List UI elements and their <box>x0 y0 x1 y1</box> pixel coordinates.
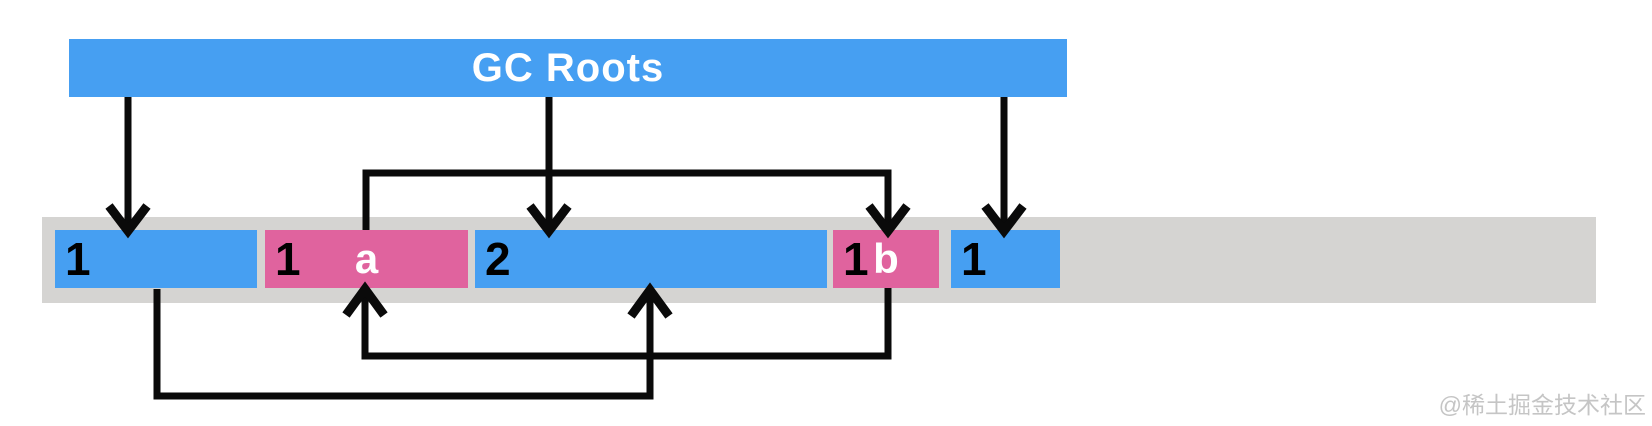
block-3-refcount: 1 <box>961 233 987 285</box>
block-2-refcount: 2 <box>485 233 511 285</box>
arrow-block1-to-block2 <box>153 289 654 400</box>
heap-block-b: 1 b <box>833 230 939 288</box>
heap-block-3: 1 <box>951 230 1060 288</box>
heap-block-a: 1 a <box>265 230 468 288</box>
gc-roots-bar: GC Roots <box>69 39 1067 97</box>
block-1-refcount: 1 <box>65 233 91 285</box>
watermark: @稀土掘金技术社区 <box>1438 392 1646 418</box>
block-b-letter: b <box>873 235 899 282</box>
gc-roots-label: GC Roots <box>471 45 665 90</box>
block-a-refcount: 1 <box>275 233 301 285</box>
heap-block-1: 1 <box>55 230 257 288</box>
block-a-letter: a <box>354 235 379 282</box>
heap-block-2: 2 <box>475 230 827 288</box>
block-b-refcount: 1 <box>843 233 869 285</box>
